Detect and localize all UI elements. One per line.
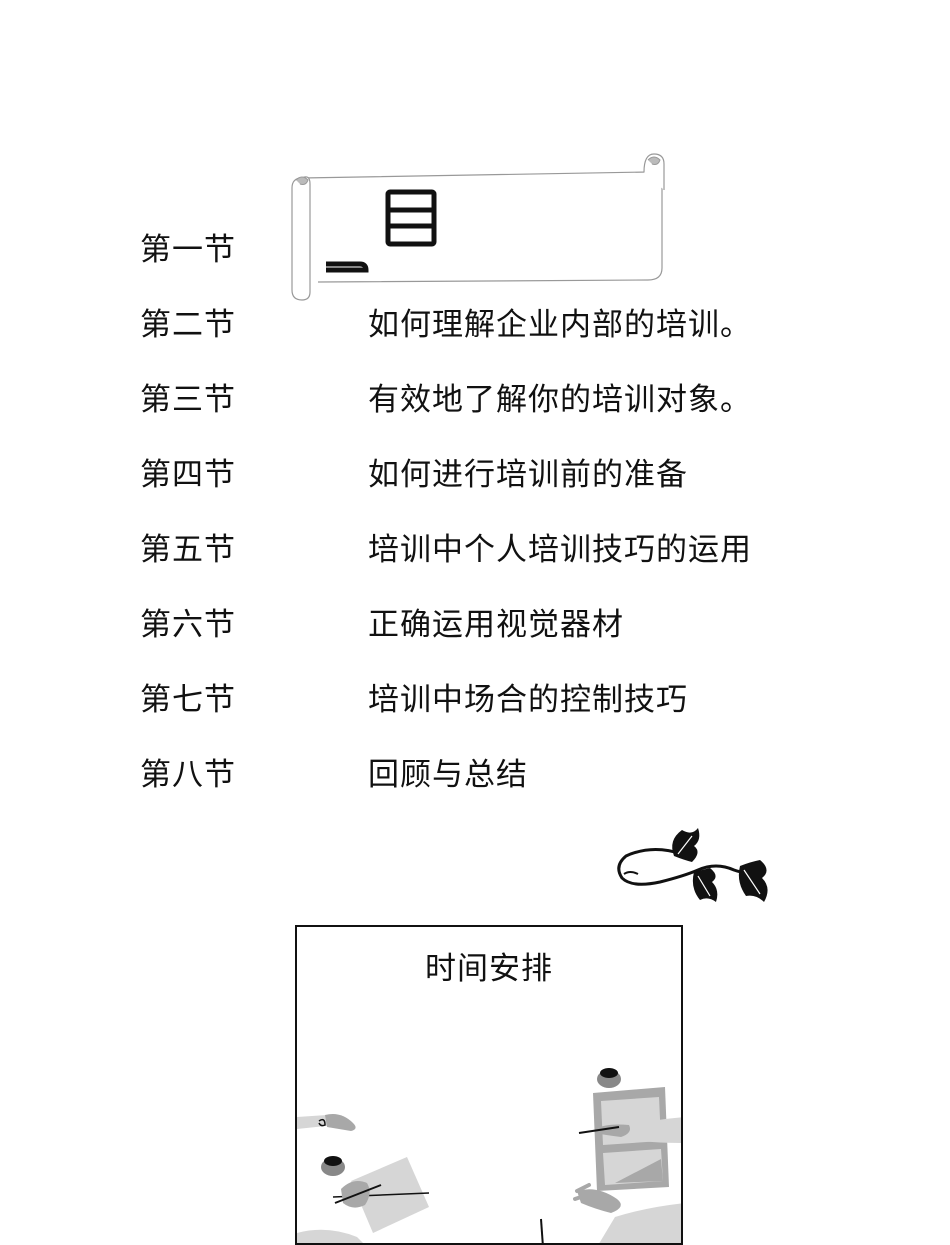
meeting-illustration-icon xyxy=(297,1068,681,1243)
section-label: 第一节 xyxy=(140,232,236,268)
section-label: 第六节 xyxy=(140,607,236,643)
section-topic: 如何进行培训前的准备 xyxy=(368,457,688,493)
toc-row-3: 第三节 有效地了解你的培训对象。 xyxy=(140,378,840,422)
section-topic: 培训中个人培训技巧的运用 xyxy=(368,532,752,568)
section-label: 第四节 xyxy=(140,457,236,493)
section-topic: 回顾与总结 xyxy=(368,757,528,793)
schedule-panel: 时间安排 xyxy=(295,925,683,1245)
section-topic: 培训中场合的控制技巧 xyxy=(368,682,688,718)
toc-row-5: 第五节 培训中个人培训技巧的运用 xyxy=(140,528,840,572)
toc-row-1: 第一节 xyxy=(140,228,840,272)
section-label: 第二节 xyxy=(140,307,236,343)
section-label: 第五节 xyxy=(140,532,236,568)
table-of-contents: 第一节 第二节 如何理解企业内部的培训。 第三节 有效地了解你的培训对象。 第四… xyxy=(140,153,840,797)
section-label: 第三节 xyxy=(140,382,236,418)
toc-row-7: 第七节 培训中场合的控制技巧 xyxy=(140,678,840,722)
toc-row-8: 第八节 回顾与总结 xyxy=(140,753,840,797)
section-topic: 如何理解企业内部的培训。 xyxy=(368,307,752,343)
toc-row-6: 第六节 正确运用视觉器材 xyxy=(140,603,840,647)
toc-row-2: 第二节 如何理解企业内部的培训。 xyxy=(140,303,840,347)
section-label: 第七节 xyxy=(140,682,236,718)
schedule-title: 时间安排 xyxy=(425,951,553,987)
section-topic: 正确运用视觉器材 xyxy=(368,607,624,643)
section-topic: 有效地了解你的培训对象。 xyxy=(368,382,752,418)
scroll-banner-icon xyxy=(291,153,665,301)
toc-row-4: 第四节 如何进行培训前的准备 xyxy=(140,453,840,497)
section-label: 第八节 xyxy=(140,757,236,793)
vine-ornament-icon xyxy=(617,828,768,902)
